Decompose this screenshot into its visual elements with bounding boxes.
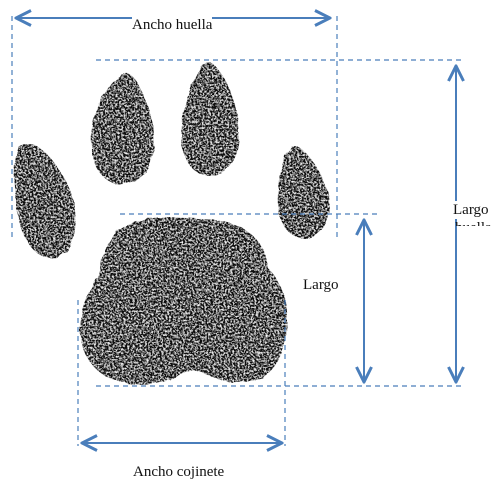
label-footprint-length-clipped: huella	[455, 219, 499, 226]
paw-toe-1	[14, 144, 75, 258]
label-footprint-width: Ancho huella	[132, 16, 212, 34]
label-footprint-length: Largo	[453, 201, 489, 219]
label-pad-length: Largo	[303, 276, 339, 294]
paw-toe-3	[181, 62, 239, 176]
paw-toe-4	[278, 146, 330, 238]
label-pad-width: Ancho cojinete	[133, 463, 224, 481]
paw-toe-2	[91, 74, 154, 184]
paw-pad	[80, 217, 287, 384]
paw-print	[14, 62, 329, 384]
